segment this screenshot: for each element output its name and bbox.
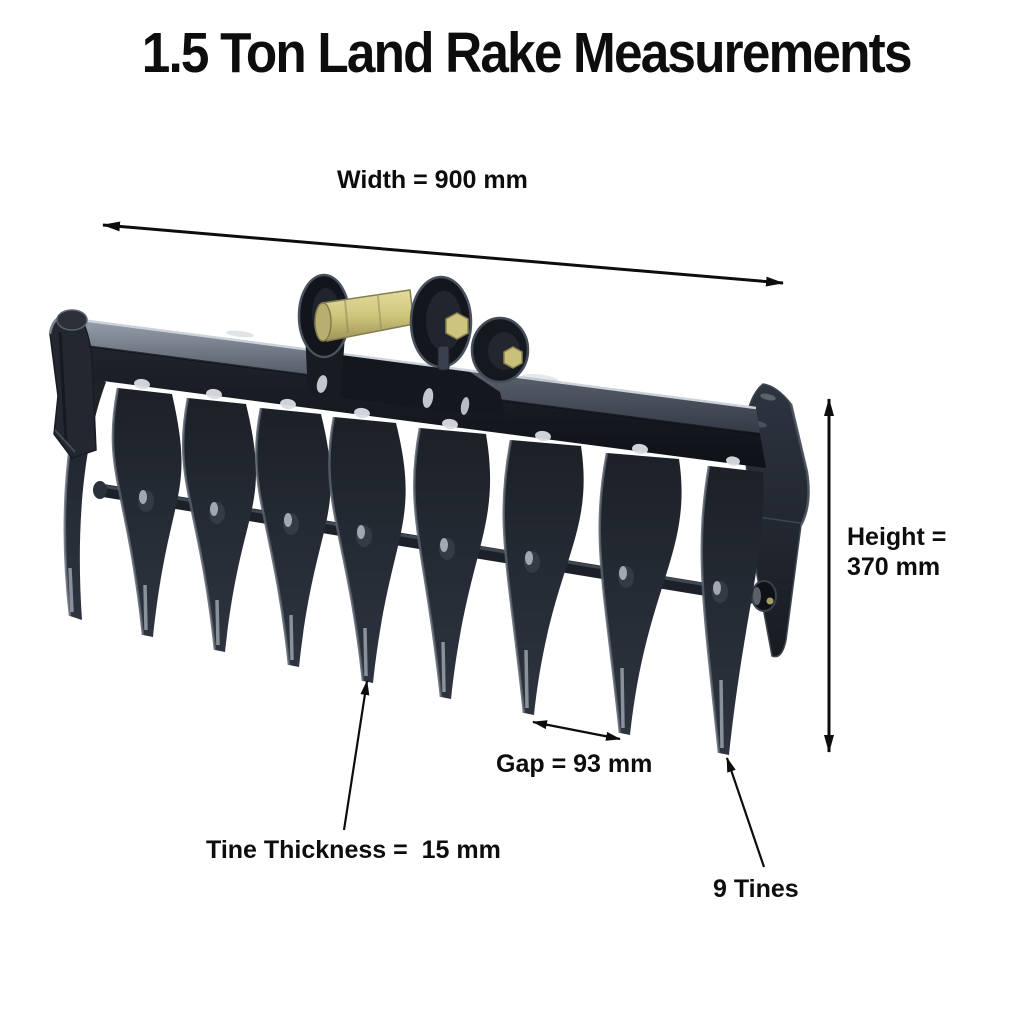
weld-spots bbox=[134, 378, 740, 466]
hitch-pin-hex-nut bbox=[445, 312, 469, 340]
height-label-line2: 370 mm bbox=[847, 553, 941, 581]
width-arrow bbox=[102, 221, 784, 287]
tine bbox=[111, 387, 182, 637]
tine bbox=[700, 465, 764, 755]
height-label: Height = 370 mm bbox=[847, 522, 946, 582]
tine bbox=[328, 416, 406, 683]
land-rake-photo bbox=[48, 273, 810, 755]
tine bbox=[181, 397, 257, 652]
diagram-title: 1.5 Ton Land Rake Measurements bbox=[141, 21, 913, 85]
rod-clamps bbox=[138, 490, 728, 603]
hitch-assembly bbox=[297, 273, 530, 415]
tine-count-arrow bbox=[725, 757, 766, 868]
tine-count-label: 9 Tines bbox=[713, 875, 799, 903]
gap-arrow bbox=[532, 720, 621, 741]
title-bar: 1.5 Ton Land Rake Measurements bbox=[0, 20, 1024, 86]
tine-thickness-arrow bbox=[342, 680, 370, 831]
tine-thickness-label: Tine Thickness = 15 mm bbox=[206, 836, 501, 864]
width-label: Width = 900 mm bbox=[337, 166, 528, 194]
hitch-pin-hex-nut-2 bbox=[503, 346, 523, 369]
height-label-line1: Height = bbox=[847, 523, 947, 551]
left-end-plate bbox=[48, 309, 97, 459]
tine bbox=[598, 452, 682, 735]
tines bbox=[63, 371, 764, 755]
tine bbox=[502, 439, 584, 715]
measurement-arrows bbox=[102, 221, 834, 868]
tine bbox=[413, 427, 491, 699]
gap-label: Gap = 93 mm bbox=[496, 750, 653, 778]
tine bbox=[255, 407, 331, 667]
